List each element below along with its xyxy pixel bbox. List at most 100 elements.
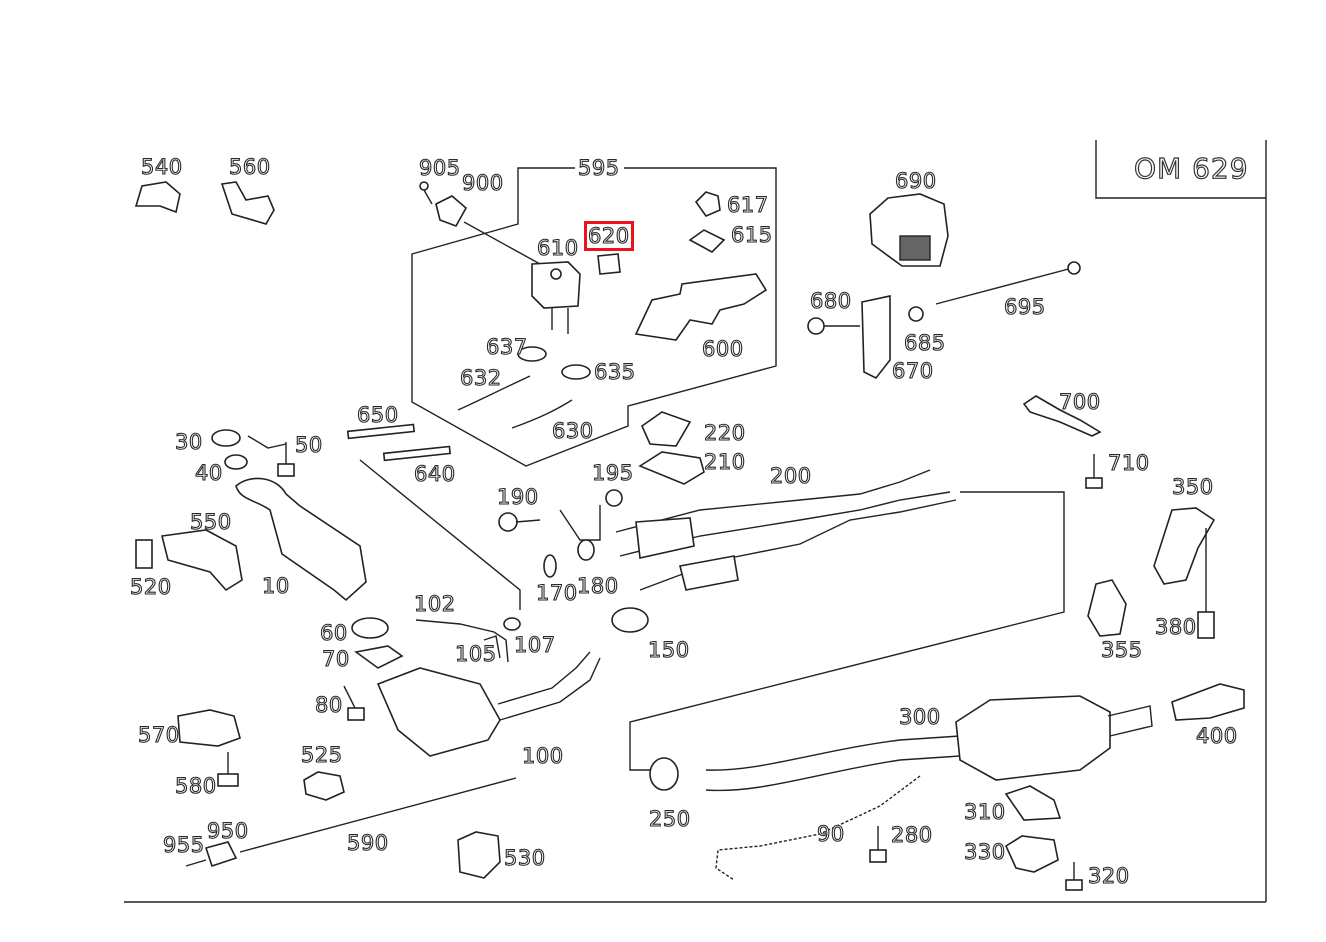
part-label-570[interactable]: 570 [137, 723, 180, 747]
leader-640 [359, 459, 521, 610]
sensor-610-port [550, 268, 562, 280]
muffler-300-shape [955, 695, 1111, 781]
part-label-330[interactable]: 330 [963, 840, 1006, 864]
part-label-310[interactable]: 310 [963, 800, 1006, 824]
gasket-170-shape [543, 554, 557, 578]
part-label-50[interactable]: 50 [294, 433, 323, 457]
part-label-630[interactable]: 630 [551, 419, 594, 443]
part-label-595[interactable]: 595 [577, 156, 620, 180]
group-595-outline [411, 167, 777, 467]
part-label-700[interactable]: 700 [1058, 390, 1101, 414]
part-label-100[interactable]: 100 [521, 744, 564, 768]
part-label-640[interactable]: 640 [413, 462, 456, 486]
part-label-530[interactable]: 530 [503, 846, 546, 870]
part-label-550[interactable]: 550 [189, 510, 232, 534]
converter-10-shape [235, 477, 367, 602]
grommet-620-shape [597, 253, 621, 275]
part-label-680[interactable]: 680 [809, 289, 852, 313]
part-label-950[interactable]: 950 [206, 819, 249, 843]
part-label-40[interactable]: 40 [194, 461, 223, 485]
part-label-355[interactable]: 355 [1100, 638, 1143, 662]
gasket-30-shape [211, 429, 241, 447]
part-label-520[interactable]: 520 [129, 575, 172, 599]
part-label-80[interactable]: 80 [314, 693, 343, 717]
clip-530-shape [457, 831, 501, 879]
part-label-690[interactable]: 690 [894, 169, 937, 193]
sensor-90-shape [715, 775, 921, 881]
part-label-900[interactable]: 900 [461, 171, 504, 195]
mount-355-shape [1087, 579, 1127, 637]
bracket-210-shape [638, 451, 705, 485]
part-label-10[interactable]: 10 [261, 574, 290, 598]
part-label-102[interactable]: 102 [413, 592, 456, 616]
bolt-710-head [1085, 477, 1103, 489]
pipe-300-upper [705, 735, 961, 771]
part-label-150[interactable]: 150 [647, 638, 690, 662]
rod-640-shape [382, 445, 452, 462]
part-label-220[interactable]: 220 [703, 421, 746, 445]
part-label-107[interactable]: 107 [513, 633, 556, 657]
part-label-400[interactable]: 400 [1195, 724, 1238, 748]
part-label-200[interactable]: 200 [769, 464, 812, 488]
connector-900-shape [435, 195, 468, 227]
part-label-637[interactable]: 637 [485, 335, 528, 359]
part-label-710[interactable]: 710 [1107, 451, 1150, 475]
part-label-590[interactable]: 590 [346, 831, 389, 855]
part-label-600[interactable]: 600 [701, 337, 744, 361]
part-label-560[interactable]: 560 [228, 155, 271, 179]
bracket-350-shape [1153, 507, 1216, 585]
part-label-955[interactable]: 955 [162, 833, 205, 857]
bracket-600-shape [634, 273, 768, 341]
part-label-210[interactable]: 210 [703, 450, 746, 474]
gasket-60-shape [351, 617, 389, 639]
engine-code-box [1095, 140, 1266, 199]
part-label-280[interactable]: 280 [890, 823, 933, 847]
bolt-380-shape [1197, 611, 1215, 639]
clamp-635-shape [561, 364, 591, 380]
sensor-905-wire [423, 189, 433, 205]
pipe-200-upper [615, 469, 931, 533]
part-label-195[interactable]: 195 [591, 461, 634, 485]
part-label-615[interactable]: 615 [730, 223, 773, 247]
part-label-695[interactable]: 695 [1003, 295, 1046, 319]
part-label-540[interactable]: 540 [140, 155, 183, 179]
part-label-190[interactable]: 190 [496, 485, 539, 509]
part-label-632[interactable]: 632 [459, 366, 502, 390]
part-label-635[interactable]: 635 [593, 360, 636, 384]
bolt-50-head [277, 463, 295, 477]
part-label-320[interactable]: 320 [1087, 864, 1130, 888]
part-label-610[interactable]: 610 [536, 236, 579, 260]
bracket-220-shape [641, 411, 692, 447]
bracket-540-shape [134, 181, 181, 214]
part-label-617[interactable]: 617 [726, 193, 769, 217]
part-label-300[interactable]: 300 [898, 705, 941, 729]
sensor-695-body [935, 265, 1081, 305]
plug-955-shape [185, 859, 207, 867]
part-label-350[interactable]: 350 [1171, 475, 1214, 499]
clamp-250-shape [649, 757, 679, 791]
gasket-40-shape [224, 454, 248, 470]
part-label-580[interactable]: 580 [174, 774, 217, 798]
part-label-685[interactable]: 685 [903, 331, 946, 355]
clip-107-shape [503, 617, 521, 631]
part-label-60[interactable]: 60 [319, 621, 348, 645]
part-label-905[interactable]: 905 [418, 156, 461, 180]
line-102-shape [415, 619, 509, 663]
part-label-250[interactable]: 250 [648, 807, 691, 831]
part-label-90[interactable]: 90 [816, 822, 845, 846]
mount-330-shape [1004, 835, 1059, 873]
part-label-670[interactable]: 670 [891, 359, 934, 383]
connector-950-shape [204, 841, 238, 868]
leader-900 [463, 221, 541, 265]
part-label-380[interactable]: 380 [1154, 615, 1197, 639]
nut-617-shape [694, 191, 721, 217]
part-label-70[interactable]: 70 [321, 647, 350, 671]
part-label-105[interactable]: 105 [454, 642, 497, 666]
part-label-180[interactable]: 180 [576, 574, 619, 598]
part-label-30[interactable]: 30 [174, 430, 203, 454]
part-label-650[interactable]: 650 [356, 403, 399, 427]
part-label-170[interactable]: 170 [535, 581, 578, 605]
hose-630-shape [511, 399, 573, 429]
part-label-525[interactable]: 525 [300, 743, 343, 767]
part-label-620[interactable]: 620 [584, 221, 634, 251]
